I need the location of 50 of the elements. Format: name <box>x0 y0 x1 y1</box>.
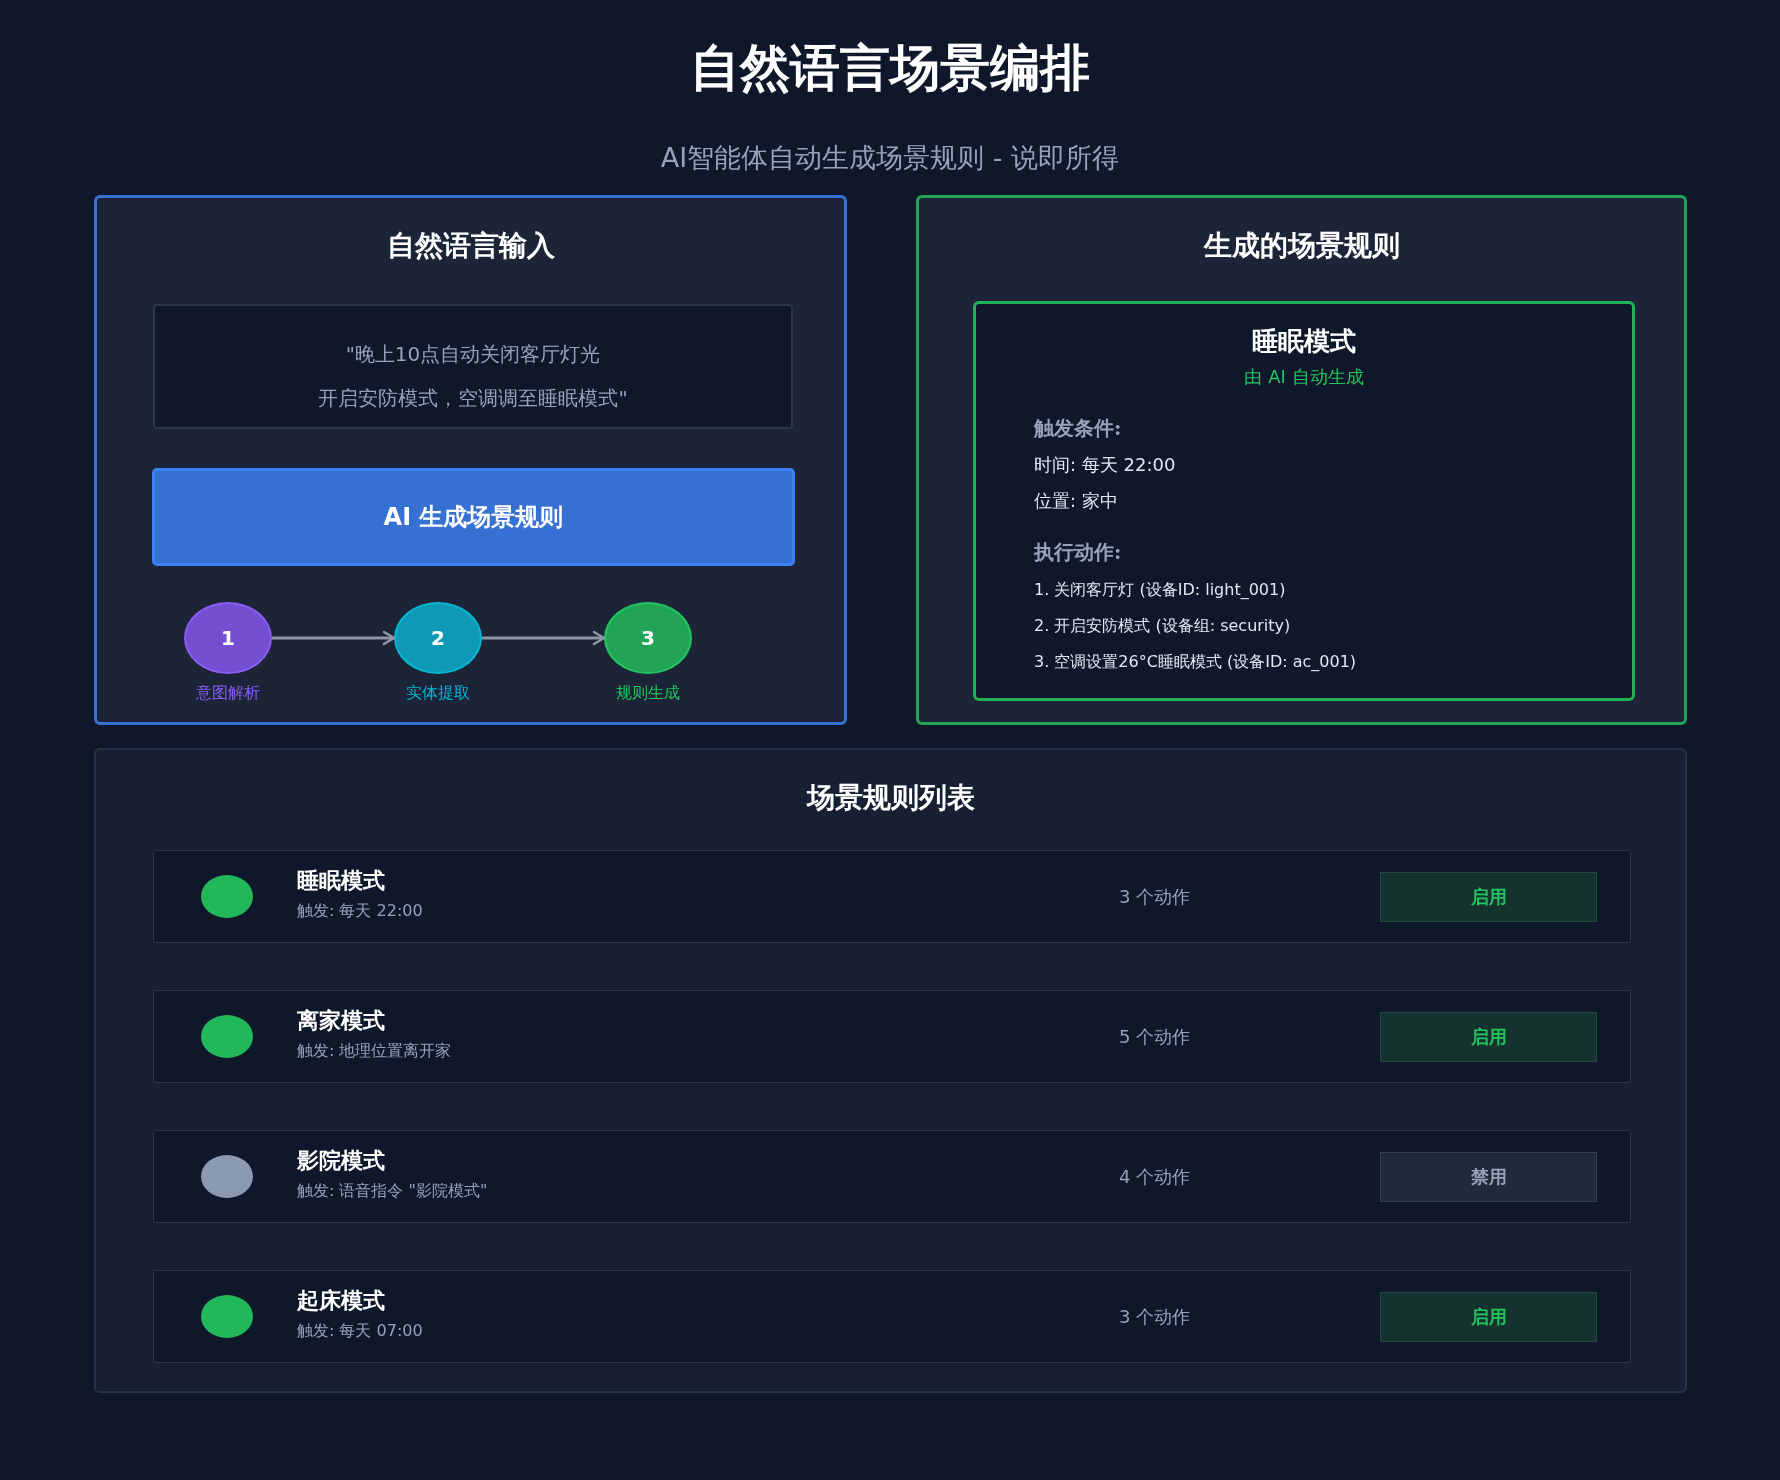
rule-trigger: 触发: 语音指令 "影院模式" <box>297 1180 488 1202</box>
panel-title: 自然语言输入 <box>385 228 556 264</box>
rule-trigger: 触发: 每天 22:00 <box>297 900 423 922</box>
rule-name: 睡眠模式 <box>297 866 385 895</box>
rule-list-panel <box>94 748 1687 1393</box>
generated-tag: 由 AI 自动生成 <box>976 364 1632 390</box>
generate-button: AI 生成场景规则 <box>152 468 795 566</box>
status-toggle-button: 启用 <box>1380 872 1597 922</box>
action-count: 5 个动作 <box>1119 1025 1191 1049</box>
action-count: 4 个动作 <box>1119 1165 1191 1189</box>
rule-trigger: 触发: 地理位置离开家 <box>297 1040 452 1062</box>
status-toggle-button: 启用 <box>1380 1012 1597 1062</box>
arrow <box>482 630 606 646</box>
page-subtitle: AI智能体自动生成场景规则 - 说即所得 <box>659 141 1121 175</box>
section-heading: 执行动作: <box>1032 539 1123 566</box>
action-text: 3. 空调设置26°C睡眠模式 (设备ID: ac_001) <box>1033 651 1358 673</box>
rule-name: 起床模式 <box>297 1286 385 1315</box>
rule-trigger: 触发: 每天 07:00 <box>297 1320 423 1342</box>
rule-row <box>153 1270 1631 1363</box>
condition-text: 时间: 每天 22:00 <box>1033 453 1177 477</box>
action-count: 3 个动作 <box>1119 885 1191 909</box>
condition-text: 位置: 家中 <box>1033 489 1119 513</box>
rule-card <box>973 301 1635 701</box>
action-text: 1. 关闭客厅灯 (设备ID: light_001) <box>1033 579 1287 601</box>
rule-row <box>153 1130 1631 1223</box>
rule-name: 离家模式 <box>297 1006 385 1035</box>
rule-row <box>153 850 1631 943</box>
arrow <box>272 630 396 646</box>
action-text: 2. 开启安防模式 (设备组: security) <box>1033 615 1292 637</box>
rule-row <box>153 990 1631 1083</box>
action-count: 3 个动作 <box>1119 1305 1191 1329</box>
page-title: 自然语言场景编排 <box>689 38 1091 98</box>
status-toggle-button: 启用 <box>1380 1292 1597 1342</box>
section-heading: 触发条件: <box>1032 415 1123 442</box>
command-text: 开启安防模式，空调调至睡眠模式" <box>318 384 628 412</box>
step-label: 意图解析 <box>195 682 261 704</box>
command-input-field <box>153 304 793 429</box>
status-toggle-button: 禁用 <box>1380 1152 1597 1202</box>
panel-title: 生成的场景规则 <box>1202 228 1401 264</box>
rule-title: 睡眠模式 <box>1251 325 1357 358</box>
step-number: 2 <box>430 625 446 651</box>
result-panel <box>916 195 1687 725</box>
step-number: 1 <box>220 625 236 651</box>
panel-title: 场景规则列表 <box>805 780 976 816</box>
rule-name: 影院模式 <box>297 1146 385 1175</box>
step-label: 规则生成 <box>615 682 681 704</box>
command-text: "晚上10点自动关闭客厅灯光 <box>345 340 601 368</box>
input-panel <box>94 195 847 725</box>
step-number: 3 <box>640 625 656 651</box>
step-label: 实体提取 <box>405 682 471 704</box>
